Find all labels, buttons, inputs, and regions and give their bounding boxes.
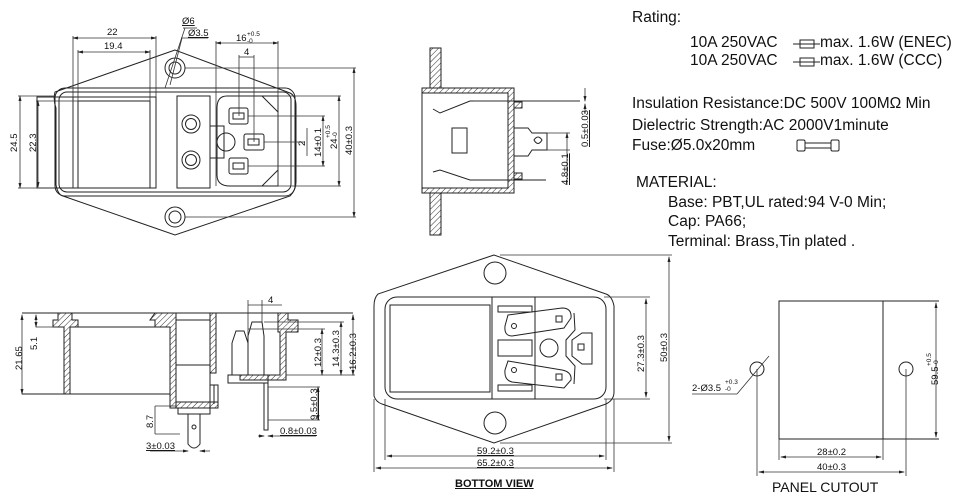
dim-2: 2: [297, 141, 308, 146]
svg-text:-0: -0: [247, 38, 253, 45]
iec-inlet: [216, 95, 279, 187]
rating-label: Rating:: [632, 9, 682, 26]
dim-28: 28±0.2: [817, 447, 846, 458]
fuse-cartridge-icon: [796, 139, 840, 152]
fuse-window: [451, 127, 468, 154]
pin-neutral: [228, 157, 249, 175]
rating-line-2-value: 10A 250VAC: [690, 52, 778, 69]
dim-40-cutout: 40±0.3: [817, 462, 846, 473]
front-section-view: 21.65 5.1 4 12±0.3 14.3±0.3 16.2±0.3 8.7…: [14, 295, 359, 453]
dim-50: 50±0.3: [659, 333, 670, 362]
dim-27-3: 27.3±0.3: [636, 335, 647, 372]
pin-long: [247, 321, 265, 376]
dim-d3-5: Ø3.5: [188, 28, 209, 39]
body-inner-outline: [58, 91, 292, 193]
svg-text:+0.3: +0.3: [725, 379, 738, 386]
dim-65-2: 65.2±0.3: [477, 458, 514, 469]
terminal-tab: [514, 127, 548, 157]
dim-9-5: 9.5±0.3: [309, 388, 320, 420]
dim-14: 14±0.1: [313, 128, 324, 157]
material-cap: Cap: PA66;: [668, 213, 747, 230]
rating-line-1-value: 10A 250VAC: [690, 34, 778, 51]
top-view: 22 19.4 Ø6 Ø3.5 16 +0.5 -0 4 24.5 22.3 2…: [9, 16, 356, 236]
dim-5-1: 5.1: [29, 337, 40, 350]
dim-holes: 2-Ø3.5: [692, 383, 721, 394]
dim-21-65: 21.65: [14, 346, 25, 370]
dim-4: 4: [244, 47, 249, 58]
dim-4-8: 4.8±0.1: [560, 153, 571, 185]
dim-0-5: 0.5±0.03: [580, 110, 591, 147]
dim-24: 24: [329, 138, 340, 149]
bottom-view-title: BOTTOM VIEW: [455, 478, 534, 490]
dim-16-2: 16.2±0.3: [348, 333, 359, 370]
pin-earth: [228, 107, 249, 125]
panel-cutout-title: PANEL CUTOUT: [772, 479, 879, 495]
svg-text:+0.5: +0.5: [325, 125, 332, 138]
fuse-holder: [176, 95, 211, 189]
terminal-bottom: [504, 360, 572, 389]
rating-line-2-power: max. 1.6W (CCC): [820, 52, 943, 69]
dim-22-3: 22.3: [28, 134, 39, 153]
panel-cutout-view: 2-Ø3.5 +0.3 -0 28±0.2 40±0.3 59.5 +0.5 -…: [692, 300, 941, 476]
fuse-spec: Fuse:Ø5.0x20mm: [632, 137, 756, 154]
dim-4-pins: 4: [268, 295, 273, 306]
bottom-view: 27.3±0.3 50±0.3 59.2±0.3 65.2±0.3: [373, 254, 672, 472]
dielectric-strength: Dielectric Strength:AC 2000V1minute: [632, 117, 889, 134]
dim-59-2: 59.2±0.3: [477, 446, 514, 457]
dim-59-5: 59.5: [930, 367, 941, 386]
mount-hole-top: [164, 57, 186, 79]
fuse-symbol-icon: [793, 39, 820, 49]
dim-12: 12±0.3: [313, 338, 324, 367]
fuse-symbol-icon: [793, 57, 820, 67]
switch-back: [389, 304, 491, 393]
dim-22: 22: [107, 27, 118, 38]
svg-text:-0: -0: [332, 132, 339, 138]
svg-text:+0.5: +0.5: [247, 31, 260, 38]
cutout-rect: [778, 300, 884, 440]
svg-text:-0: -0: [725, 386, 731, 393]
dim-d6: Ø6: [182, 16, 195, 27]
pin-short: [231, 330, 249, 376]
material-terminal: Terminal: Brass,Tin plated .: [668, 233, 856, 250]
bottom-body: [384, 296, 607, 400]
rating-line-1-power: max. 1.6W (ENEC): [820, 34, 952, 51]
dim-8-7: 8.7: [145, 415, 156, 428]
dim-19-4: 19.4: [104, 41, 123, 52]
terminal-top: [504, 307, 572, 337]
dim-24-5: 24.5: [9, 134, 20, 153]
mount-hole-bottom: [164, 206, 186, 228]
svg-text:-0: -0: [933, 360, 940, 366]
dim-40: 40±0.3: [344, 126, 355, 155]
dim-16: 16: [236, 33, 247, 44]
insulation-resistance: Insulation Resistance:DC 500V 100MΩ Min: [632, 95, 931, 112]
material-label: MATERIAL:: [636, 174, 717, 191]
dim-0-8: 0.8±0.03: [280, 426, 317, 437]
dim-3: 3±0.03: [146, 441, 175, 452]
dim-14-3: 14.3±0.3: [331, 330, 342, 367]
side-section-view: 4.8±0.1 0.5±0.03: [421, 47, 591, 236]
material-base: Base: PBT,UL rated:94 V-0 Min;: [668, 194, 887, 211]
svg-text:+0.5: +0.5: [926, 353, 933, 366]
